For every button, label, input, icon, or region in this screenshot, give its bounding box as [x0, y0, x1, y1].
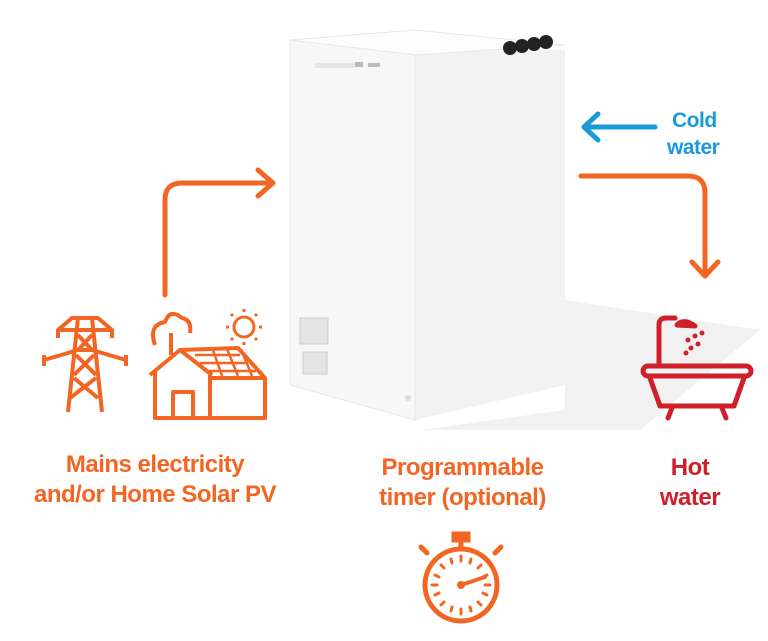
hot-water-line1: Hot — [670, 454, 710, 481]
stopwatch-icon — [418, 531, 504, 624]
power-source-line2: and/or Home Solar PV — [33, 481, 277, 508]
cold-water-arrow — [581, 111, 658, 143]
house-solar-icon — [148, 311, 267, 420]
hot-water-label: Hot water — [640, 453, 740, 513]
power-input-arrow — [162, 167, 276, 298]
cold-water-line2: water — [667, 136, 720, 159]
power-source-label: Mains electricity and/or Home Solar PV — [10, 450, 300, 510]
timer-line2: timer (optional) — [379, 484, 546, 511]
power-source-line1: Mains electricity — [65, 451, 245, 478]
timer-line1: Programmable — [381, 454, 544, 481]
hot-water-line2: water — [659, 484, 721, 511]
timer-label: Programmable timer (optional) — [350, 453, 575, 513]
bathtub-shower-icon — [640, 315, 754, 421]
pylon-icon — [42, 316, 128, 413]
sun-icon — [226, 309, 262, 345]
cold-water-label: Cold water — [667, 107, 757, 161]
heater-unit-image — [289, 29, 566, 421]
cold-water-line1: Cold — [672, 109, 717, 132]
unit-shadow — [420, 300, 760, 430]
hot-water-arrow — [578, 173, 721, 279]
